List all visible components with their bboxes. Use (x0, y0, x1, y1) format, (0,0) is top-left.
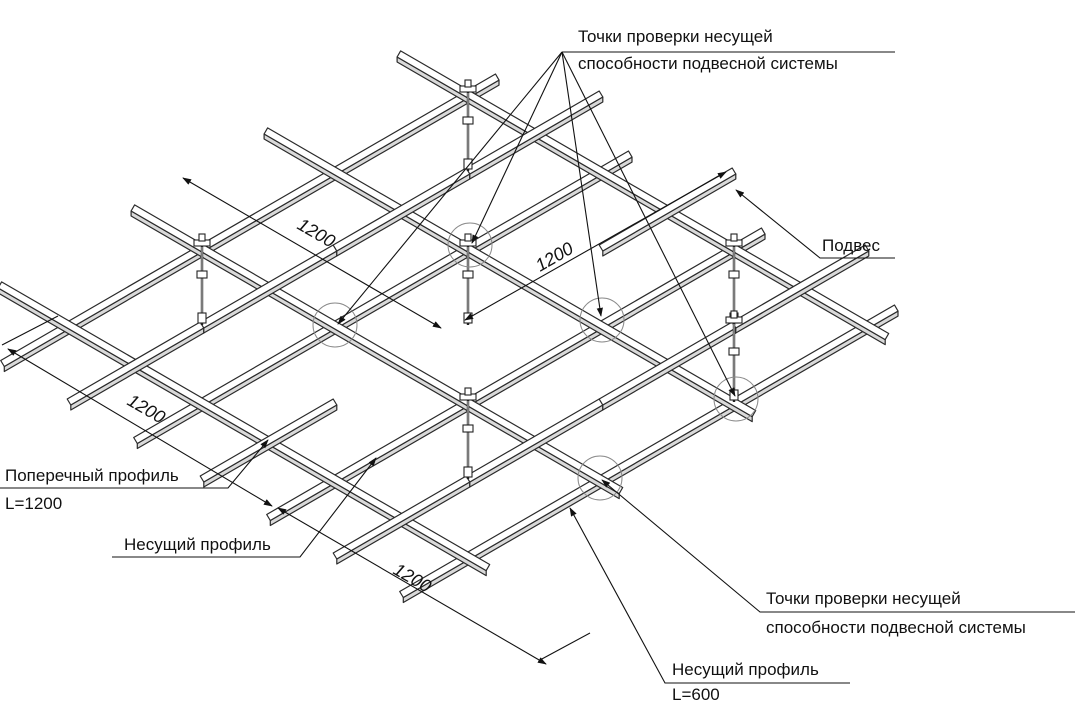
dimension-line-hanger-right (464, 171, 727, 321)
cross-profile-length: L=1200 (5, 494, 62, 513)
leader-lines (0, 51, 1075, 684)
dimension-lines (1, 171, 727, 665)
label-underlines (562, 51, 1075, 613)
main-profile-label: Несущий профиль (124, 535, 271, 554)
suspension-grid (0, 50, 899, 604)
hanger-label: Подвес (822, 236, 881, 255)
check-points-label-top-line1: Точки проверки несущей (578, 27, 773, 46)
main-profile-short-label: Несущий профиль (672, 660, 819, 679)
main-profile-short-length: L=600 (672, 685, 720, 704)
leader-line (112, 457, 377, 558)
dimension-line-hanger-left (182, 177, 442, 329)
check-points-label-bottom-line2: способности подвесной системы (766, 618, 1026, 637)
dimension-line-grid-bottom (277, 507, 547, 665)
dimension-line-grid-left (7, 348, 273, 507)
short-main-profile (465, 398, 604, 488)
leader-line (561, 51, 603, 317)
hanger (459, 79, 477, 171)
check-point-circle (713, 376, 759, 422)
cross-profile-label: Поперечный профиль (5, 466, 179, 485)
leader-line (735, 189, 895, 259)
check-point-circle (577, 455, 623, 501)
leader-line (471, 51, 563, 244)
leader-line (569, 507, 850, 684)
check-points-label-top-line2: способности подвесной системы (578, 54, 838, 73)
leader-line (337, 51, 563, 325)
extension-line (539, 632, 591, 661)
extension-line (1, 315, 59, 346)
leader-line (561, 51, 736, 397)
check-points-label-bottom-line1: Точки проверки несущей (766, 589, 961, 608)
leader-line (0, 439, 269, 489)
hanger (459, 387, 477, 479)
